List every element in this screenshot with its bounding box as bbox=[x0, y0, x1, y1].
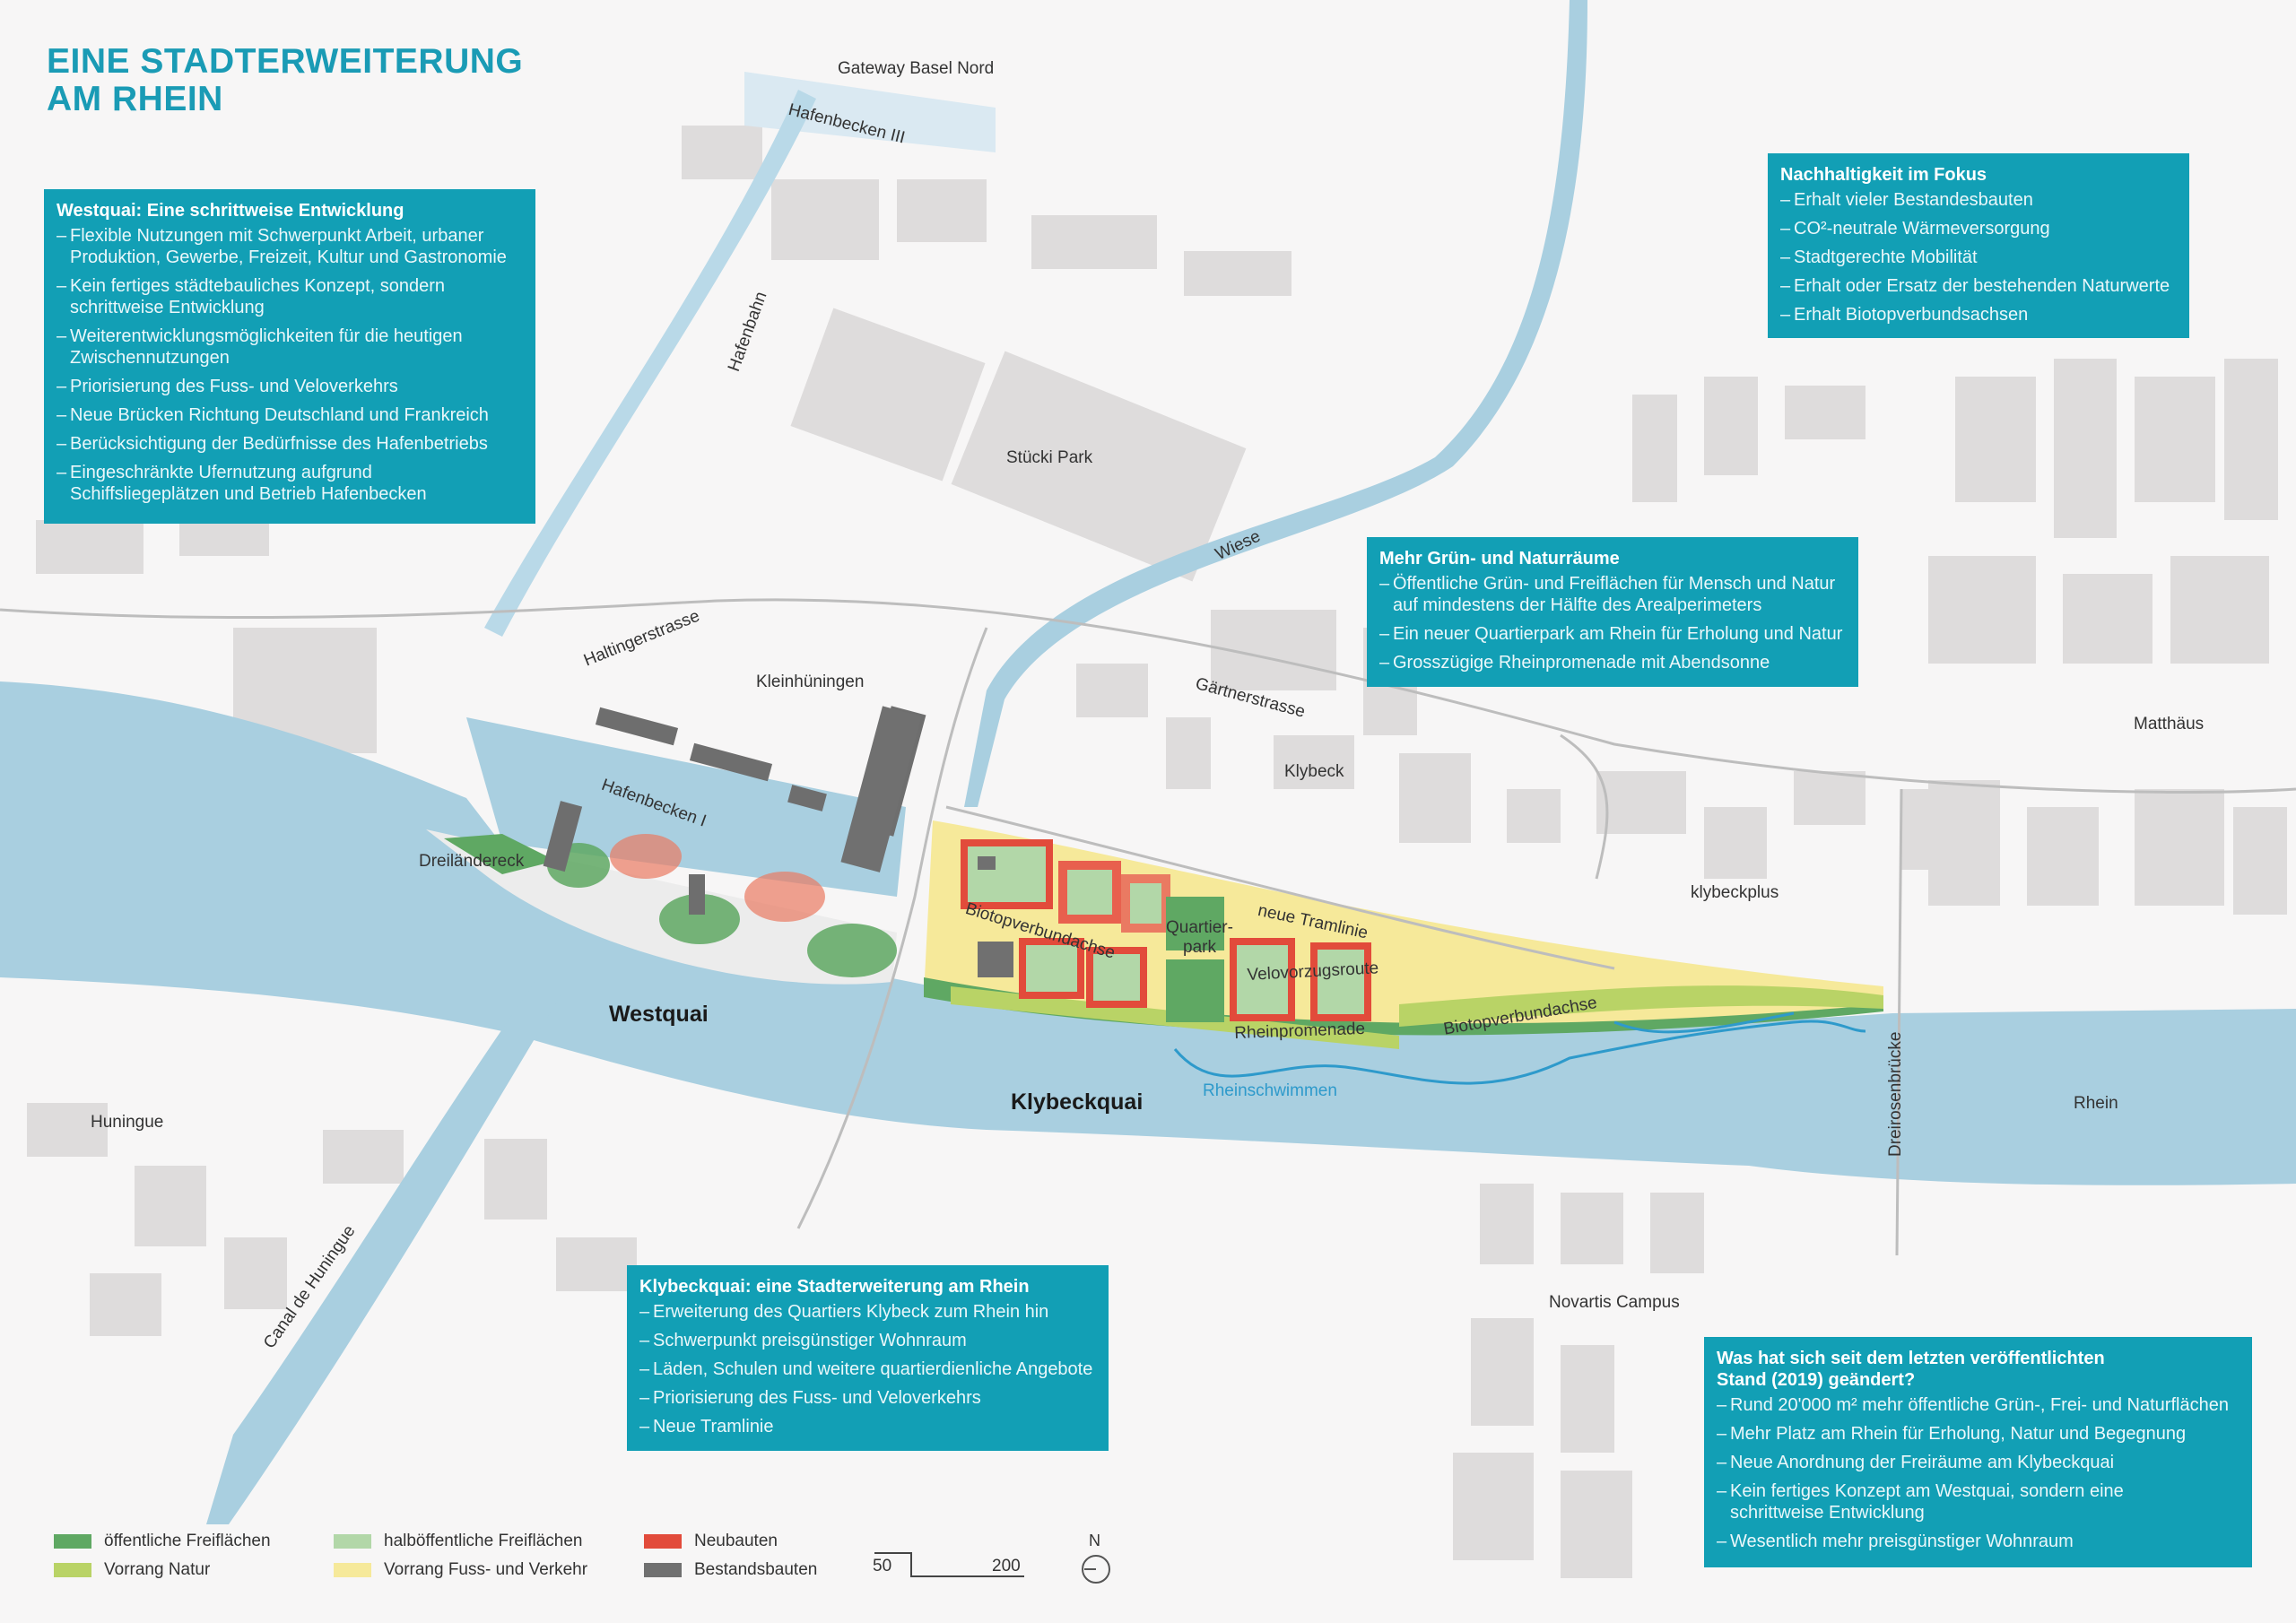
list-item: Wesentlich mehr preisgünstiger Wohnraum bbox=[1717, 1531, 2239, 1552]
list-item: Eingeschränkte Ufernutzung aufgrund Schi… bbox=[57, 462, 523, 505]
list-item: Neue Brücken Richtung Deutschland und Fr… bbox=[57, 404, 523, 426]
label-klybeckquai: Klybeckquai bbox=[1011, 1089, 1144, 1115]
label-westquai: Westquai bbox=[609, 1002, 709, 1027]
legend-swatch bbox=[54, 1533, 91, 1549]
list-item: Kein fertiges Konzept am Westquai, sonde… bbox=[1717, 1480, 2125, 1523]
aenderungen-list: Rund 20'000 m² mehr öffentliche Grün-, F… bbox=[1717, 1394, 2239, 1552]
list-item: Priorisierung des Fuss- und Veloverkehrs bbox=[639, 1387, 1096, 1409]
list-item: CO²-neutrale Wärmeversorgung bbox=[1780, 218, 2177, 239]
gruen-info-box: Mehr Grün- und Naturräume Öffentliche Gr… bbox=[1367, 537, 1858, 687]
label-matthaeus: Matthäus bbox=[2134, 715, 2205, 733]
westquai-list: Flexible Nutzungen mit Schwerpunkt Arbei… bbox=[57, 225, 523, 505]
scale-label-50: 50 bbox=[873, 1557, 892, 1575]
westquai-info-box: Westquai: Eine schrittweise Entwicklung … bbox=[44, 189, 535, 524]
list-item: Weiterentwicklungsmöglichkeiten für die … bbox=[57, 325, 523, 369]
legend-label: öffentliche Freiflächen bbox=[104, 1532, 271, 1550]
label-rhein: Rhein bbox=[2074, 1094, 2118, 1113]
klybeckquai-area bbox=[924, 820, 1883, 1033]
label-rheinschwimmen: Rheinschwimmen bbox=[1203, 1081, 1337, 1100]
legend-swatch bbox=[54, 1562, 91, 1577]
legend-item-bestandsbauten: Bestandsbauten bbox=[644, 1560, 817, 1580]
legend-swatch bbox=[334, 1562, 371, 1577]
legend-label: Vorrang Fuss- und Verkehr bbox=[384, 1560, 588, 1579]
legend-item-oeffentliche-freiflaechen: öffentliche Freiflächen bbox=[54, 1532, 271, 1551]
north-label: N bbox=[1089, 1532, 1100, 1549]
hafenbecken-iii bbox=[744, 72, 996, 152]
aenderungen-info-box: Was hat sich seit dem letzten veröffentl… bbox=[1704, 1337, 2252, 1567]
list-item: Erhalt Biotopverbundsachsen bbox=[1780, 304, 2177, 325]
canal-de-huningue bbox=[206, 977, 561, 1524]
legend-label: halböffentliche Freiflächen bbox=[384, 1532, 583, 1550]
label-dreirosenbruecke: Dreirosenbrücke bbox=[1886, 1031, 1905, 1157]
list-item: Ein neuer Quartierpark am Rhein für Erho… bbox=[1379, 623, 1846, 645]
klybeckquai-heading: Klybeckquai: eine Stadterweiterung am Rh… bbox=[639, 1277, 1030, 1297]
list-item: Grosszügige Rheinpromenade mit Abendsonn… bbox=[1379, 652, 1846, 673]
klybeckquai-list: Erweiterung des Quartiers Klybeck zum Rh… bbox=[639, 1301, 1096, 1437]
list-item: Kein fertiges städtebauliches Konzept, s… bbox=[57, 275, 523, 318]
legend-item-halboeffentliche-freiflaechen: halböffentliche Freiflächen bbox=[334, 1532, 582, 1551]
title-line-1: EINE STADTERWEITERUNG bbox=[47, 42, 524, 81]
hafenbahn-canal bbox=[484, 90, 816, 637]
klybeckquai-blocks bbox=[961, 839, 1371, 1022]
list-item: Erhalt oder Ersatz der bestehenden Natur… bbox=[1780, 275, 2177, 297]
westquai-area bbox=[426, 829, 897, 985]
legend-swatch bbox=[644, 1533, 682, 1549]
nachhaltigkeit-heading: Nachhaltigkeit im Fokus bbox=[1780, 165, 1987, 185]
rheinschwimmen-path bbox=[1173, 1020, 1866, 1085]
legend-item-neubauten: Neubauten bbox=[644, 1532, 778, 1551]
page-title: EINE STADTERWEITERUNG AM RHEIN bbox=[47, 43, 523, 118]
list-item: Neue Anordnung der Freiräume am Klybeckq… bbox=[1717, 1452, 2239, 1473]
list-item: Berücksichtigung der Bedürfnisse des Haf… bbox=[57, 433, 523, 455]
title-line-2: AM RHEIN bbox=[47, 80, 223, 118]
list-item: Stadtgerechte Mobilität bbox=[1780, 247, 2177, 268]
list-item: Priorisierung des Fuss- und Veloverkehrs bbox=[57, 376, 523, 397]
existing-building bbox=[840, 706, 922, 872]
klybeckquai-info-box: Klybeckquai: eine Stadterweiterung am Rh… bbox=[627, 1265, 1109, 1451]
label-novartis-campus: Novartis Campus bbox=[1549, 1293, 1680, 1312]
legend-label: Vorrang Natur bbox=[104, 1560, 211, 1579]
gruen-list: Öffentliche Grün- und Freiflächen für Me… bbox=[1379, 573, 1846, 673]
label-stuecki-park: Stücki Park bbox=[1006, 448, 1093, 467]
list-item: Läden, Schulen und weitere quartierdienl… bbox=[639, 1358, 1096, 1380]
legend-swatch bbox=[644, 1562, 682, 1577]
nachhaltigkeit-list: Erhalt vieler Bestandesbauten CO²-neutra… bbox=[1780, 189, 2177, 325]
aenderungen-heading: Was hat sich seit dem letzten veröffentl… bbox=[1717, 1349, 2105, 1390]
list-item: Rund 20'000 m² mehr öffentliche Grün-, F… bbox=[1717, 1394, 2239, 1416]
westquai-heading: Westquai: Eine schrittweise Entwicklung bbox=[57, 201, 404, 221]
list-item: Erweiterung des Quartiers Klybeck zum Rh… bbox=[639, 1301, 1096, 1323]
label-gateway-basel-nord: Gateway Basel Nord bbox=[838, 59, 995, 78]
legend-item-vorrang-fuss-verkehr: Vorrang Fuss- und Verkehr bbox=[334, 1560, 587, 1580]
label-quartierpark: Quartier- park bbox=[1166, 918, 1233, 958]
legend-label: Bestandsbauten bbox=[694, 1560, 818, 1579]
rhine-river bbox=[0, 681, 2296, 1185]
gruen-heading: Mehr Grün- und Naturräume bbox=[1379, 549, 1620, 568]
list-item: Neue Tramlinie bbox=[639, 1416, 1096, 1437]
label-klybeck: Klybeck bbox=[1284, 762, 1344, 781]
label-huningue: Huningue bbox=[91, 1113, 164, 1132]
nachhaltigkeit-info-box: Nachhaltigkeit im Fokus Erhalt vieler Be… bbox=[1768, 153, 2189, 338]
label-dreilaendereck: Dreiländereck bbox=[419, 852, 525, 871]
list-item: Mehr Platz am Rhein für Erholung, Natur … bbox=[1717, 1423, 2239, 1445]
scale-label-200: 200 bbox=[992, 1557, 1021, 1575]
legend-label: Neubauten bbox=[694, 1532, 778, 1550]
list-item: Flexible Nutzungen mit Schwerpunkt Arbei… bbox=[57, 225, 523, 268]
label-quartierpark-text: Quartier- park bbox=[1166, 918, 1233, 957]
legend-swatch bbox=[334, 1533, 371, 1549]
legend-item-vorrang-natur: Vorrang Natur bbox=[54, 1560, 210, 1580]
label-klybeckplus: klybeckplus bbox=[1691, 883, 1779, 902]
list-item: Erhalt vieler Bestandesbauten bbox=[1780, 189, 2177, 211]
label-kleinhueningen: Kleinhüningen bbox=[756, 673, 865, 691]
north-arrow-icon bbox=[1082, 1555, 1110, 1584]
scale-bar bbox=[874, 1552, 1024, 1577]
existing-city-blocks bbox=[27, 126, 2287, 1578]
list-item: Öffentliche Grün- und Freiflächen für Me… bbox=[1379, 573, 1846, 616]
list-item: Schwerpunkt preisgünstiger Wohnraum bbox=[639, 1330, 1096, 1351]
